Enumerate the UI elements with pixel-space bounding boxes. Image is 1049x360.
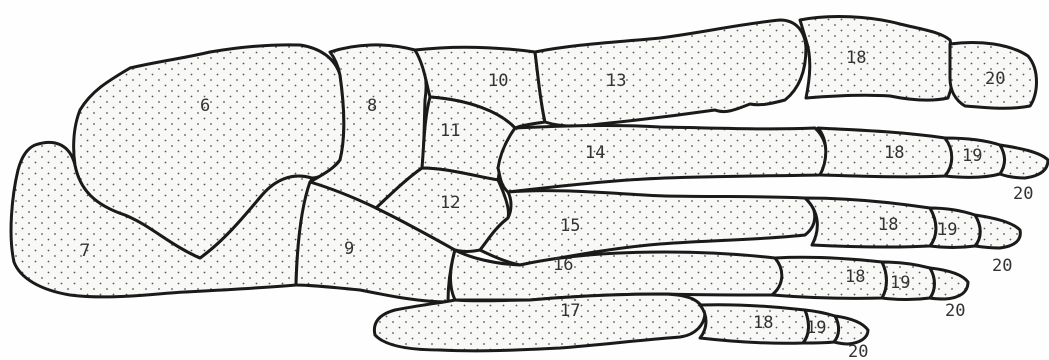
- label-13: 13: [606, 71, 626, 91]
- metatarsal-1-bone: [535, 20, 806, 126]
- label-14: 14: [585, 143, 605, 163]
- toe-4-distal-phalanx: [930, 268, 968, 299]
- label-toe2-19: 19: [962, 146, 982, 166]
- label-17: 17: [560, 301, 580, 321]
- label-toe3-20: 20: [992, 256, 1012, 276]
- toe-3-proximal-phalanx: [805, 198, 936, 247]
- toe-1-proximal-phalanx: [800, 17, 954, 101]
- label-9: 9: [344, 239, 354, 259]
- label-toe4-20: 20: [945, 301, 965, 321]
- label-toe1-18: 18: [846, 48, 866, 68]
- toe-3-distal-phalanx: [975, 215, 1020, 248]
- label-toe5-18: 18: [753, 313, 773, 333]
- label-toe2-20: 20: [1013, 184, 1033, 204]
- label-10: 10: [488, 71, 508, 91]
- label-toe1-20: 20: [985, 69, 1005, 89]
- label-12: 12: [440, 193, 460, 213]
- label-16: 16: [553, 255, 573, 275]
- label-8: 8: [367, 96, 377, 116]
- label-11: 11: [440, 121, 460, 141]
- label-6: 6: [200, 96, 210, 116]
- label-toe3-18: 18: [878, 215, 898, 235]
- label-toe3-19: 19: [937, 220, 957, 240]
- metatarsal-5-bone: [374, 294, 705, 351]
- toe-2-distal-phalanx: [1000, 145, 1048, 178]
- label-15: 15: [560, 216, 580, 236]
- label-toe5-19: 19: [806, 318, 826, 338]
- label-toe4-19: 19: [890, 273, 910, 293]
- label-toe4-18: 18: [845, 267, 865, 287]
- metatarsal-2-bone: [498, 125, 826, 192]
- toe-4-proximal-phalanx: [772, 257, 887, 298]
- toe-5-distal-phalanx: [834, 316, 868, 344]
- label-toe2-18: 18: [884, 143, 904, 163]
- label-7: 7: [80, 241, 90, 261]
- label-toe5-20: 20: [848, 342, 868, 360]
